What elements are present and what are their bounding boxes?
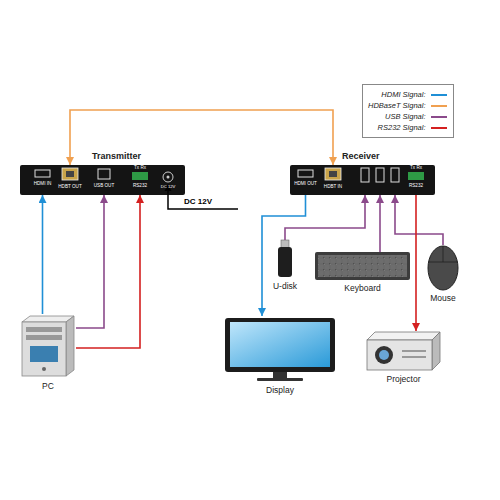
keyboard-node: Keyboard	[315, 252, 410, 280]
port-label: Tx Rx	[134, 166, 146, 171]
projector-node: Projector	[366, 331, 441, 371]
transmitter-box: Transmitter	[20, 165, 185, 195]
transmitter-housing	[20, 165, 185, 195]
usb-stick	[278, 240, 292, 277]
legend-row: RS232 Signal:	[368, 122, 448, 133]
legend-row: USB Signal:	[368, 111, 448, 122]
display-monitor	[225, 318, 335, 381]
signal-cable	[76, 195, 104, 328]
device-label: U-disk	[273, 282, 297, 291]
legend-swatch	[430, 125, 448, 131]
legend-swatch	[430, 103, 448, 109]
signal-cable	[395, 195, 443, 245]
udisk-node: U-disk	[276, 240, 294, 278]
device-label: Keyboard	[344, 284, 380, 293]
mouse-node: Mouse	[427, 245, 459, 290]
signal-cable	[42, 195, 44, 314]
legend-row: HDMI Signal:	[368, 89, 448, 100]
device-label: Display	[266, 386, 294, 395]
signal-cable	[70, 110, 333, 165]
legend-swatch	[430, 114, 448, 120]
legend-text: USB Signal:	[385, 112, 425, 121]
device-label: Mouse	[430, 294, 456, 303]
device-heading: Receiver	[342, 152, 380, 162]
port-label: HDMI IN	[34, 182, 52, 187]
display-node: Display	[225, 316, 335, 382]
pc-node: PC	[20, 314, 76, 378]
legend-row: HDBaseT Signal:	[368, 100, 448, 111]
receiver-housing	[290, 165, 435, 195]
power-label: DC 12V	[184, 198, 212, 206]
signal-cable	[76, 195, 140, 348]
legend-text: HDMI Signal:	[381, 90, 425, 99]
port-label: DC 12V	[161, 185, 176, 189]
port-label: HDBT OUT	[58, 185, 81, 190]
signal-cable	[285, 195, 365, 240]
signal-cable	[415, 195, 417, 331]
port-label: Tx Rx	[410, 166, 422, 171]
legend-swatch	[430, 92, 448, 98]
pc-tower	[22, 316, 74, 376]
power-lead	[165, 184, 239, 209]
legend-box: HDMI Signal: HDBaseT Signal: USB Signal: RS…	[362, 84, 454, 138]
projector	[367, 332, 440, 370]
port-label: HDMI OUT	[294, 182, 317, 187]
device-label: PC	[42, 382, 54, 391]
port-label: USB OUT	[94, 184, 114, 189]
device-heading: Transmitter	[92, 152, 141, 162]
device-label: Projector	[386, 375, 420, 384]
keyboard	[315, 252, 410, 280]
port-label: HDBT IN	[324, 185, 342, 190]
legend-text: HDBaseT Signal:	[368, 101, 426, 110]
port-label: RS232	[409, 184, 423, 189]
mouse	[428, 246, 458, 290]
signal-cable	[379, 195, 381, 252]
signal-cable	[262, 195, 306, 316]
legend-text: RS232 Signal:	[378, 123, 426, 132]
port-label: RS232	[133, 184, 147, 189]
